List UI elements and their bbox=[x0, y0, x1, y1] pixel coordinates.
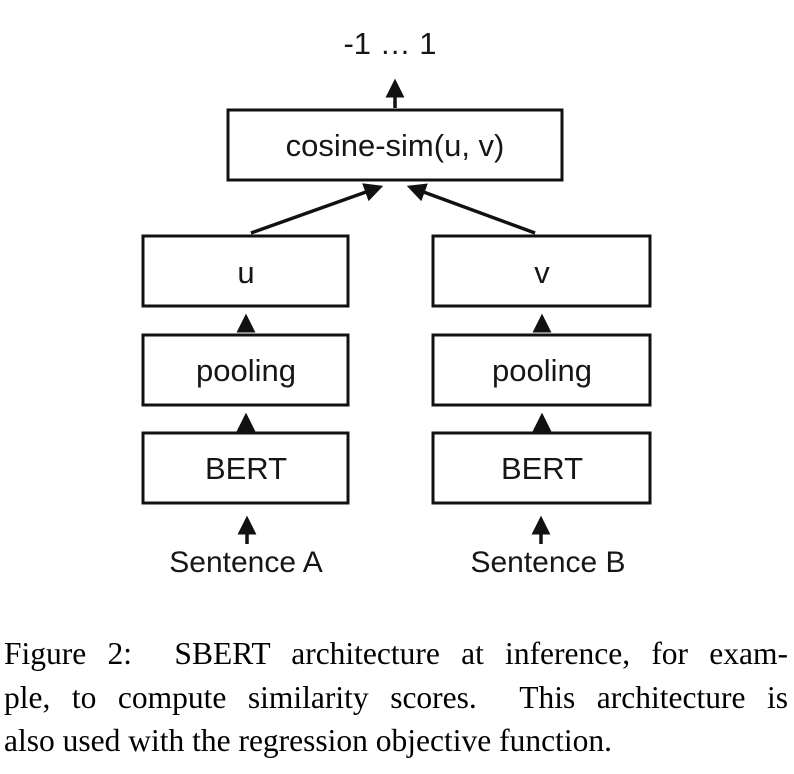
sentence-b-label: Sentence B bbox=[470, 546, 625, 579]
pooling-box-right bbox=[431, 333, 652, 407]
caption-line-3: also used with the regression objective … bbox=[4, 723, 612, 758]
v-vector-label: v bbox=[534, 255, 550, 290]
bert-label-right: BERT bbox=[501, 451, 583, 486]
cosine-sim-box bbox=[226, 108, 564, 182]
arrow-u-to-cosine bbox=[250, 183, 384, 235]
bert-box-right bbox=[431, 431, 652, 505]
sentence-a-label: Sentence A bbox=[169, 546, 322, 579]
u-vector-box bbox=[141, 234, 350, 308]
bert-label-left: BERT bbox=[205, 451, 287, 486]
cosine-sim-label: cosine-sim(u, v) bbox=[286, 128, 505, 163]
pooling-label-left: pooling bbox=[196, 353, 296, 388]
figure-caption: Figure 2: SBERT architecture at inferenc… bbox=[4, 632, 788, 763]
arrow-v-to-cosine bbox=[406, 183, 536, 235]
v-vector-box bbox=[431, 234, 652, 308]
caption-line-2: ple, to compute similarity scores. This … bbox=[4, 679, 788, 715]
output-range-label: -1 … 1 bbox=[343, 26, 436, 61]
pooling-label-right: pooling bbox=[492, 353, 592, 388]
u-vector-label: u bbox=[237, 255, 254, 290]
bert-box-left bbox=[141, 431, 350, 505]
caption-line-1: Figure 2: SBERT architecture at inferenc… bbox=[4, 636, 788, 671]
pooling-box-left bbox=[141, 333, 350, 407]
sbert-architecture-diagram: -1 … 1 cosine-sim(u, v) u v pooling pool… bbox=[141, 26, 652, 579]
